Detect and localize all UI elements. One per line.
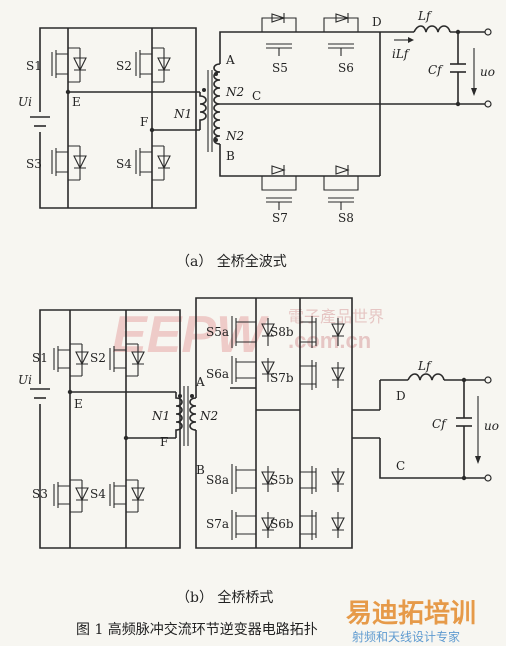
label-node-f-a: F — [140, 115, 148, 129]
switch-s6-icon — [323, 13, 359, 56]
label-s5b-b: S5b — [270, 473, 294, 487]
label-s2-b: S2 — [90, 351, 106, 365]
switch-s7a-icon — [231, 510, 275, 540]
caption-panel-a: （a） 全桥全波式 — [176, 253, 287, 270]
switch-s8a-icon — [231, 464, 275, 494]
label-node-c-b: C — [396, 459, 405, 473]
switch-s5a-icon — [231, 316, 275, 348]
label-s6a-b: S6a — [206, 367, 229, 381]
mosfet-s1-icon — [51, 47, 87, 83]
switch-s5-icon — [261, 13, 297, 56]
figure-caption: 图 1 高频脉冲交流环节逆变器电路拓扑 — [76, 621, 318, 638]
label-ilf-a: iLf — [392, 47, 411, 61]
mosfet-s4-b-icon — [109, 479, 145, 513]
label-s7b-b: S7b — [270, 371, 294, 385]
switch-s7b-icon — [300, 360, 345, 390]
label-n2-top-a: N2 — [225, 85, 244, 99]
label-n1-a: N1 — [173, 107, 192, 121]
label-s6b-b: S6b — [270, 517, 294, 531]
label-node-d-b: D — [396, 389, 406, 403]
label-s3-a: S3 — [26, 157, 42, 171]
edatop-brand: 易迪拓培训 — [346, 599, 476, 629]
dc-source-icon — [30, 112, 50, 132]
label-node-c-a: C — [252, 89, 261, 103]
label-node-f-b: F — [160, 435, 168, 449]
label-n2-b: N2 — [199, 409, 218, 423]
mosfet-s1-b-icon — [53, 343, 89, 377]
edatop-tagline: 射频和天线设计专家 — [352, 629, 460, 644]
panel-a — [30, 13, 492, 210]
label-s7a-b: S7a — [206, 517, 229, 531]
mosfet-s4-icon — [135, 145, 171, 181]
label-lf-a: Lf — [417, 9, 433, 23]
panel-b-labels: Ui S1 S2 S3 S4 S5a S5b S6a S6b S7a S7b S… — [18, 325, 499, 606]
label-s1-b: S1 — [32, 351, 48, 365]
label-node-a-a: A — [225, 53, 235, 67]
label-cf-a: Cf — [428, 63, 444, 77]
label-source-a: Ui — [18, 95, 32, 109]
label-s4-b: S4 — [90, 487, 106, 501]
label-node-d-a: D — [372, 15, 382, 29]
label-uo-a: uo — [480, 65, 495, 79]
label-cf-b: Cf — [432, 417, 448, 431]
label-s8a-b: S8a — [206, 473, 229, 487]
label-uo-b: uo — [484, 419, 499, 433]
label-s8b-b: S8b — [270, 325, 294, 339]
eepw-logo-url: .com.cn — [288, 328, 371, 353]
panel-b — [30, 297, 492, 549]
switch-s8b-icon — [300, 316, 345, 348]
edatop-watermark: 易迪拓培训 射频和天线设计专家 — [346, 599, 476, 644]
label-n1-b: N1 — [151, 409, 170, 423]
label-s5-a: S5 — [272, 61, 288, 75]
label-s2-a: S2 — [116, 59, 132, 73]
caption-panel-b: （b） 全桥桥式 — [176, 589, 273, 606]
label-node-b-a: B — [226, 149, 235, 163]
mosfet-s3-b-icon — [53, 479, 89, 513]
label-node-e-a: E — [72, 95, 81, 109]
dc-source-b-icon — [30, 384, 50, 404]
switch-s6a-icon — [231, 356, 275, 384]
label-s3-b: S3 — [32, 487, 48, 501]
panel-a-labels: Ui S1 S2 S3 S4 S5 S6 S7 S8 A B C D E F N… — [18, 9, 495, 270]
label-n2-bottom-a: N2 — [225, 129, 244, 143]
mosfet-s3-icon — [51, 145, 87, 181]
label-s4-a: S4 — [116, 157, 132, 171]
label-s7-a: S7 — [272, 211, 288, 225]
eepw-logo-text: EEPW — [112, 306, 269, 364]
label-node-b-b: B — [196, 463, 205, 477]
label-node-e-b: E — [74, 397, 83, 411]
label-s8-a: S8 — [338, 211, 354, 225]
switch-s6b-icon — [300, 510, 345, 540]
label-s1-a: S1 — [26, 59, 42, 73]
label-node-a-b: A — [195, 375, 205, 389]
switch-s5b-icon — [300, 466, 345, 494]
label-source-b: Ui — [18, 373, 32, 387]
label-s5a-b: S5a — [206, 325, 229, 339]
eepw-logo-cn: 電子產品世界 — [288, 307, 384, 326]
mosfet-s2-icon — [135, 47, 171, 83]
eepw-watermark: EEPW 電子產品世界 .com.cn — [112, 306, 384, 364]
switch-s7-icon — [261, 165, 297, 210]
switch-s8-icon — [323, 165, 359, 210]
mosfet-s2-b-icon — [109, 343, 145, 377]
label-s6-a: S6 — [338, 61, 354, 75]
label-lf-b: Lf — [417, 359, 433, 373]
